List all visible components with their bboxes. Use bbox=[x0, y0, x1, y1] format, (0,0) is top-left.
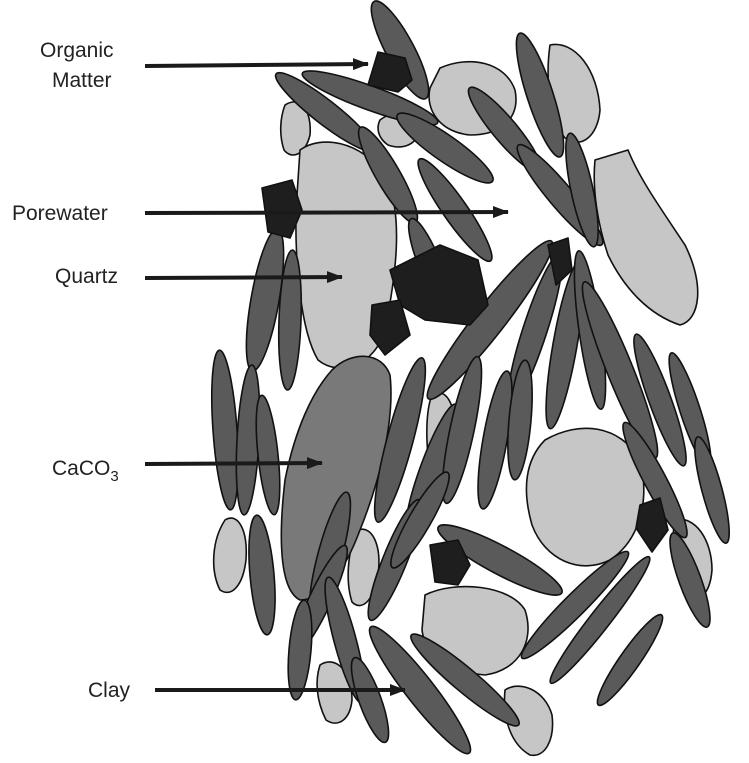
porewater-arrow bbox=[145, 212, 508, 213]
quartz-grain bbox=[214, 518, 247, 592]
label-porewater: Porewater bbox=[12, 202, 508, 225]
clay-particle bbox=[245, 514, 279, 636]
porewater-label: Porewater bbox=[12, 202, 108, 225]
organic-matter-label-line1: Organic bbox=[40, 39, 114, 62]
organic-particle bbox=[390, 245, 488, 325]
organic-matter-arrow bbox=[145, 64, 368, 66]
caco3-arrow bbox=[145, 463, 322, 464]
organic-matter-label-line2: Matter bbox=[52, 69, 112, 92]
particle-cluster bbox=[207, 0, 735, 762]
quartz-label: Quartz bbox=[55, 265, 118, 288]
quartz-grain bbox=[526, 428, 643, 565]
organic-particle bbox=[368, 52, 412, 92]
caco3-label: CaCO3 bbox=[52, 457, 119, 485]
quartz-grain bbox=[594, 150, 698, 325]
clay-particle bbox=[285, 599, 316, 701]
quartz-arrow bbox=[145, 277, 342, 278]
caco3-label-subscript: 3 bbox=[110, 468, 118, 485]
label-caco3: CaCO3 bbox=[52, 457, 322, 485]
clay-label: Clay bbox=[88, 679, 131, 702]
caco3-label-main: CaCO bbox=[52, 457, 110, 480]
